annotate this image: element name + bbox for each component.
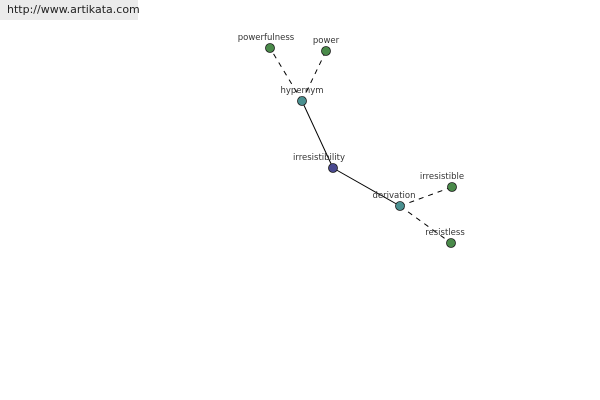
site-url-banner[interactable]: http://www.artikata.com — [0, 0, 140, 20]
node-irresistible-label: irresistible — [420, 172, 464, 182]
node-powerfulness[interactable]: powerfulness — [238, 33, 295, 53]
node-powerfulness-marker[interactable] — [265, 43, 275, 53]
node-irresistibility[interactable]: irresistibility — [293, 153, 345, 173]
node-resistless[interactable]: resistless — [425, 228, 465, 248]
edge-hypernym-powerfulness — [269, 47, 303, 102]
node-hypernym-label: hypernym — [280, 86, 323, 96]
edges-layer — [269, 47, 453, 244]
node-hypernym-marker[interactable] — [297, 96, 307, 106]
site-url-text: http://www.artikata.com — [7, 3, 140, 16]
node-power[interactable]: power — [313, 36, 340, 56]
edge-irresistibility-hypernym — [301, 100, 334, 169]
node-irresistible[interactable]: irresistible — [420, 172, 464, 192]
node-derivation-marker[interactable] — [395, 201, 405, 211]
edge-irresistibility-derivation — [332, 167, 401, 207]
node-powerfulness-label: powerfulness — [238, 33, 295, 43]
node-hypernym[interactable]: hypernym — [280, 86, 324, 106]
nodes-layer: irresistibility hypernym derivation powerfu… — [238, 33, 465, 248]
node-power-label: power — [313, 36, 340, 46]
node-derivation-label: derivation — [372, 191, 415, 201]
node-derivation[interactable]: derivation — [372, 191, 416, 211]
node-resistless-label: resistless — [425, 228, 465, 238]
node-resistless-marker[interactable] — [446, 238, 456, 248]
node-irresistibility-marker[interactable] — [328, 163, 338, 173]
node-irresistible-marker[interactable] — [447, 182, 457, 192]
node-power-marker[interactable] — [321, 46, 331, 56]
edge-derivation-resistless — [399, 205, 452, 244]
node-irresistibility-label: irresistibility — [293, 153, 345, 163]
